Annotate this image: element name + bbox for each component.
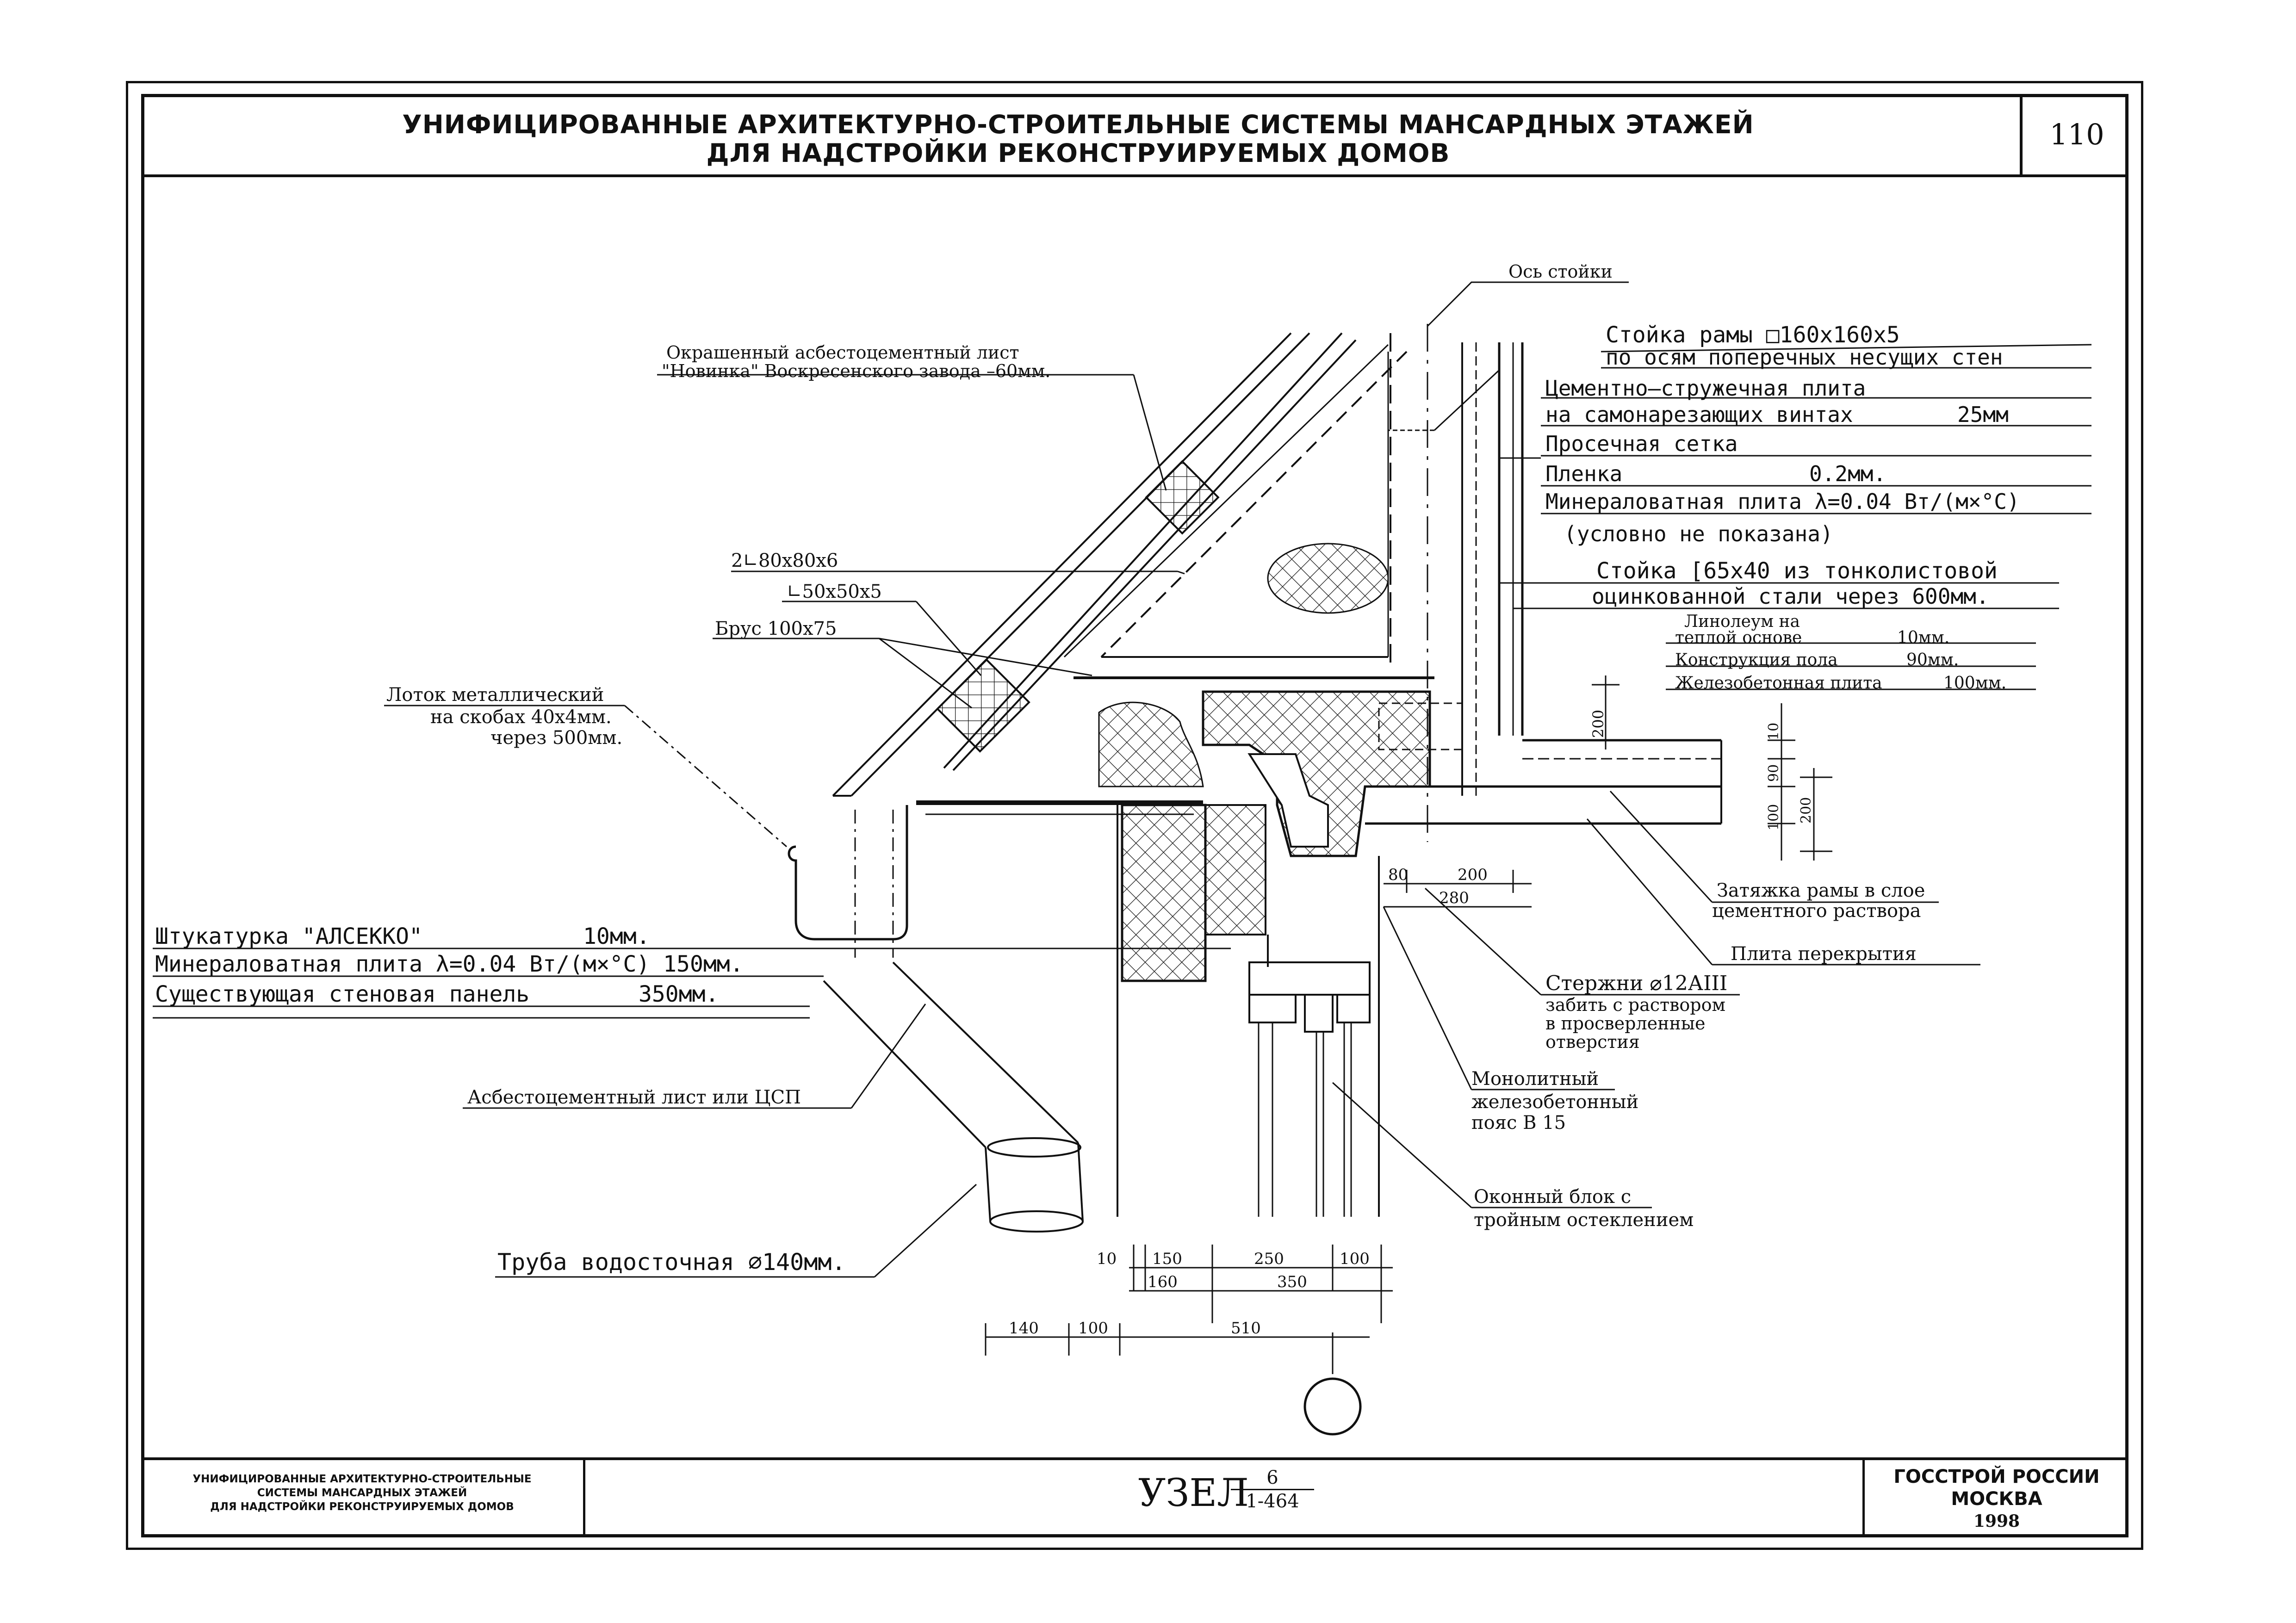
label-asb-sheet-2: "Новинка" Воскресенского завода –60мм. <box>662 361 1050 381</box>
dim-row3-100: 100 <box>1078 1319 1108 1338</box>
post-axis-line <box>1427 281 1629 842</box>
label-monolithic-3: пояс В 15 <box>1471 1112 1566 1134</box>
label-csp-screws: на самонарезающих винтах <box>1545 402 1853 427</box>
label-post-thin-2: оцинкованной стали через 600мм. <box>1592 584 1989 609</box>
label-rods-4: отверстия <box>1545 1032 1640 1052</box>
dim-row1-10: 10 <box>1097 1250 1117 1268</box>
dim-row1-150: 150 <box>1152 1250 1182 1268</box>
sheet-outer-frame <box>126 81 2143 1550</box>
leader-lines <box>153 344 2092 1278</box>
label-rc-slab-thickness: 100мм. <box>1943 674 2006 693</box>
dim-10: 10 <box>1766 723 1782 740</box>
label-post-frame-2: по осям поперечных несущих стен <box>1606 345 2003 370</box>
footer-series-title: УНИФИЦИРОВАННЫЕ АРХИТЕКТУРНО-СТРОИТЕЛЬНЫ… <box>141 1460 585 1537</box>
label-tie-2: цементного раствора <box>1712 900 1921 922</box>
label-linoleum: Линолеум на <box>1684 612 1800 631</box>
label-monolithic: Монолитный <box>1471 1068 1599 1090</box>
label-not-shown: (условно не показана) <box>1564 521 1833 546</box>
node-sheet: 1-464 <box>1246 1491 1299 1512</box>
label-linoleum-thickness: 10мм. <box>1897 628 1949 647</box>
label-rc-slab: Железобетонная плита <box>1675 674 1882 693</box>
label-floor-thickness: 90мм. <box>1906 650 1959 669</box>
label-mineral-wall: Минераловатная плита λ=0.04 Вт/(м×°С) 15… <box>155 951 744 977</box>
dim-90: 90 <box>1766 764 1782 782</box>
label-csp: Цементно–стружечная плита <box>1545 376 1866 401</box>
node-label: УЗЕЛ <box>1138 1471 1249 1515</box>
dimension-lines <box>985 675 1832 1436</box>
label-post-axis: Ось стойки <box>1508 261 1613 282</box>
label-rods-3: в просверленные <box>1545 1013 1706 1034</box>
wall-insulation <box>1098 701 1266 982</box>
label-gutter-3: через 500мм. <box>490 727 622 749</box>
label-slab: Плита перекрытия <box>1731 943 1917 965</box>
label-csp-thickness: 25мм <box>1957 402 2009 427</box>
label-beam: Брус 100x75 <box>715 618 837 639</box>
dim-200-vert: 200 <box>1798 797 1814 824</box>
downpipe <box>823 961 1084 1233</box>
roof-brace-1 <box>1145 460 1220 535</box>
eave-board <box>916 800 1203 815</box>
label-plaster-thickness: 10мм. <box>583 923 650 949</box>
gutter <box>788 805 908 958</box>
footer-organization: ГОССТРОЙ РОССИИ МОСКВА 1998 <box>1862 1460 2128 1537</box>
label-monolithic-2: железобетонный <box>1471 1091 1638 1113</box>
dim-row3-140: 140 <box>1009 1319 1039 1338</box>
dim-row1-250: 250 <box>1254 1250 1284 1268</box>
label-plaster: Штукатурка "АЛСЕККО" <box>155 923 422 949</box>
label-gutter: Лоток металлический <box>386 684 604 706</box>
label-post-frame: Стойка рамы □160x160x5 <box>1606 322 1900 348</box>
label-post-thin: Стойка [65x40 из тонколистовой <box>1596 558 1998 584</box>
label-linoleum-2: теплой основе <box>1675 628 1802 647</box>
footer-series-line-1: УНИФИЦИРОВАННЫЕ АРХИТЕКТУРНО-СТРОИТЕЛЬНЫ… <box>192 1473 532 1485</box>
wall-post <box>1387 333 1524 796</box>
title-block-header: УНИФИЦИРОВАННЫЕ АРХИТЕКТУРНО-СТРОИТЕЛЬНЫ… <box>141 94 2128 177</box>
label-mineral-top: Минераловатная плита λ=0.04 Вт/(м×°С) <box>1545 489 2020 514</box>
dim-200-wall: 200 <box>1589 710 1607 738</box>
dim-80: 80 <box>1388 866 1408 884</box>
dim-row2-160: 160 <box>1148 1273 1178 1291</box>
floor-slab <box>1074 656 1722 825</box>
page-number: 110 <box>2020 94 2131 174</box>
dim-200-horiz: 200 <box>1458 866 1488 884</box>
node-number: 6 <box>1231 1467 1314 1490</box>
dim-280: 280 <box>1439 889 1469 907</box>
label-asb-or-csp: Асбестоцементный лист или ЦСП <box>467 1087 801 1108</box>
dim-row1-100: 100 <box>1340 1250 1370 1268</box>
footer-year: 1998 <box>1973 1511 2020 1531</box>
label-gutter-2: на скобах 40x4мм. <box>430 706 612 728</box>
dim-row3-510: 510 <box>1231 1319 1261 1338</box>
label-floor: Конструкция пола <box>1675 650 1838 669</box>
label-downpipe: Труба водосточная ⌀140мм. <box>497 1249 846 1276</box>
footer-org-name: ГОССТРОЙ РОССИИ <box>1893 1466 2100 1487</box>
label-rods: Стержни ⌀12АIII <box>1545 972 1727 995</box>
dim-row2-350: 350 <box>1277 1273 1307 1291</box>
label-existing-wall-thickness: 350мм. <box>639 981 719 1007</box>
title-line-2: ДЛЯ НАДСТРОЙКИ РЕКОНСТРУИРУЕМЫХ ДОМОВ <box>706 138 1450 168</box>
label-angle-50: ∟50x50x5 <box>787 581 882 602</box>
insulation-blob <box>1267 543 1389 614</box>
title-block-footer: УНИФИЦИРОВАННЫЕ АРХИТЕКТУРНО-СТРОИТЕЛЬНЫ… <box>141 1457 2128 1537</box>
footer-city: МОСКВА <box>1951 1488 2042 1510</box>
roof-brace-2 <box>936 658 1030 753</box>
sheet-inner-frame <box>141 94 2128 1537</box>
label-angle-80: 2∟80x80x6 <box>731 550 838 571</box>
label-film: Пленка <box>1545 461 1622 486</box>
label-mesh: Просечная сетка <box>1545 431 1738 456</box>
label-existing-wall: Существующая стеновая панель <box>155 981 529 1007</box>
window-block <box>1248 961 1371 1217</box>
label-window: Оконный блок с <box>1474 1186 1631 1208</box>
node-reference: 6 1-464 <box>1231 1467 1314 1512</box>
title-line-1: УНИФИЦИРОВАННЫЕ АРХИТЕКТУРНО-СТРОИТЕЛЬНЫ… <box>402 110 1754 139</box>
label-tie: Затяжка рамы в слое <box>1717 880 1925 901</box>
footer-series-line-3: ДЛЯ НАДСТРОЙКИ РЕКОНСТРУИРУЕМЫХ ДОМОВ <box>210 1501 514 1513</box>
footer-series-line-2: СИСТЕМЫ МАНСАРДНЫХ ЭТАЖЕЙ <box>257 1487 467 1499</box>
label-film-thickness: 0.2мм. <box>1809 461 1886 486</box>
monolithic-belt <box>1202 690 1463 857</box>
label-rods-2: забить с раствором <box>1545 995 1725 1015</box>
label-window-2: тройным остеклением <box>1474 1209 1694 1231</box>
dim-100-vert: 100 <box>1766 804 1782 830</box>
label-asb-sheet: Окрашенный асбестоцементный лист <box>666 342 1019 363</box>
